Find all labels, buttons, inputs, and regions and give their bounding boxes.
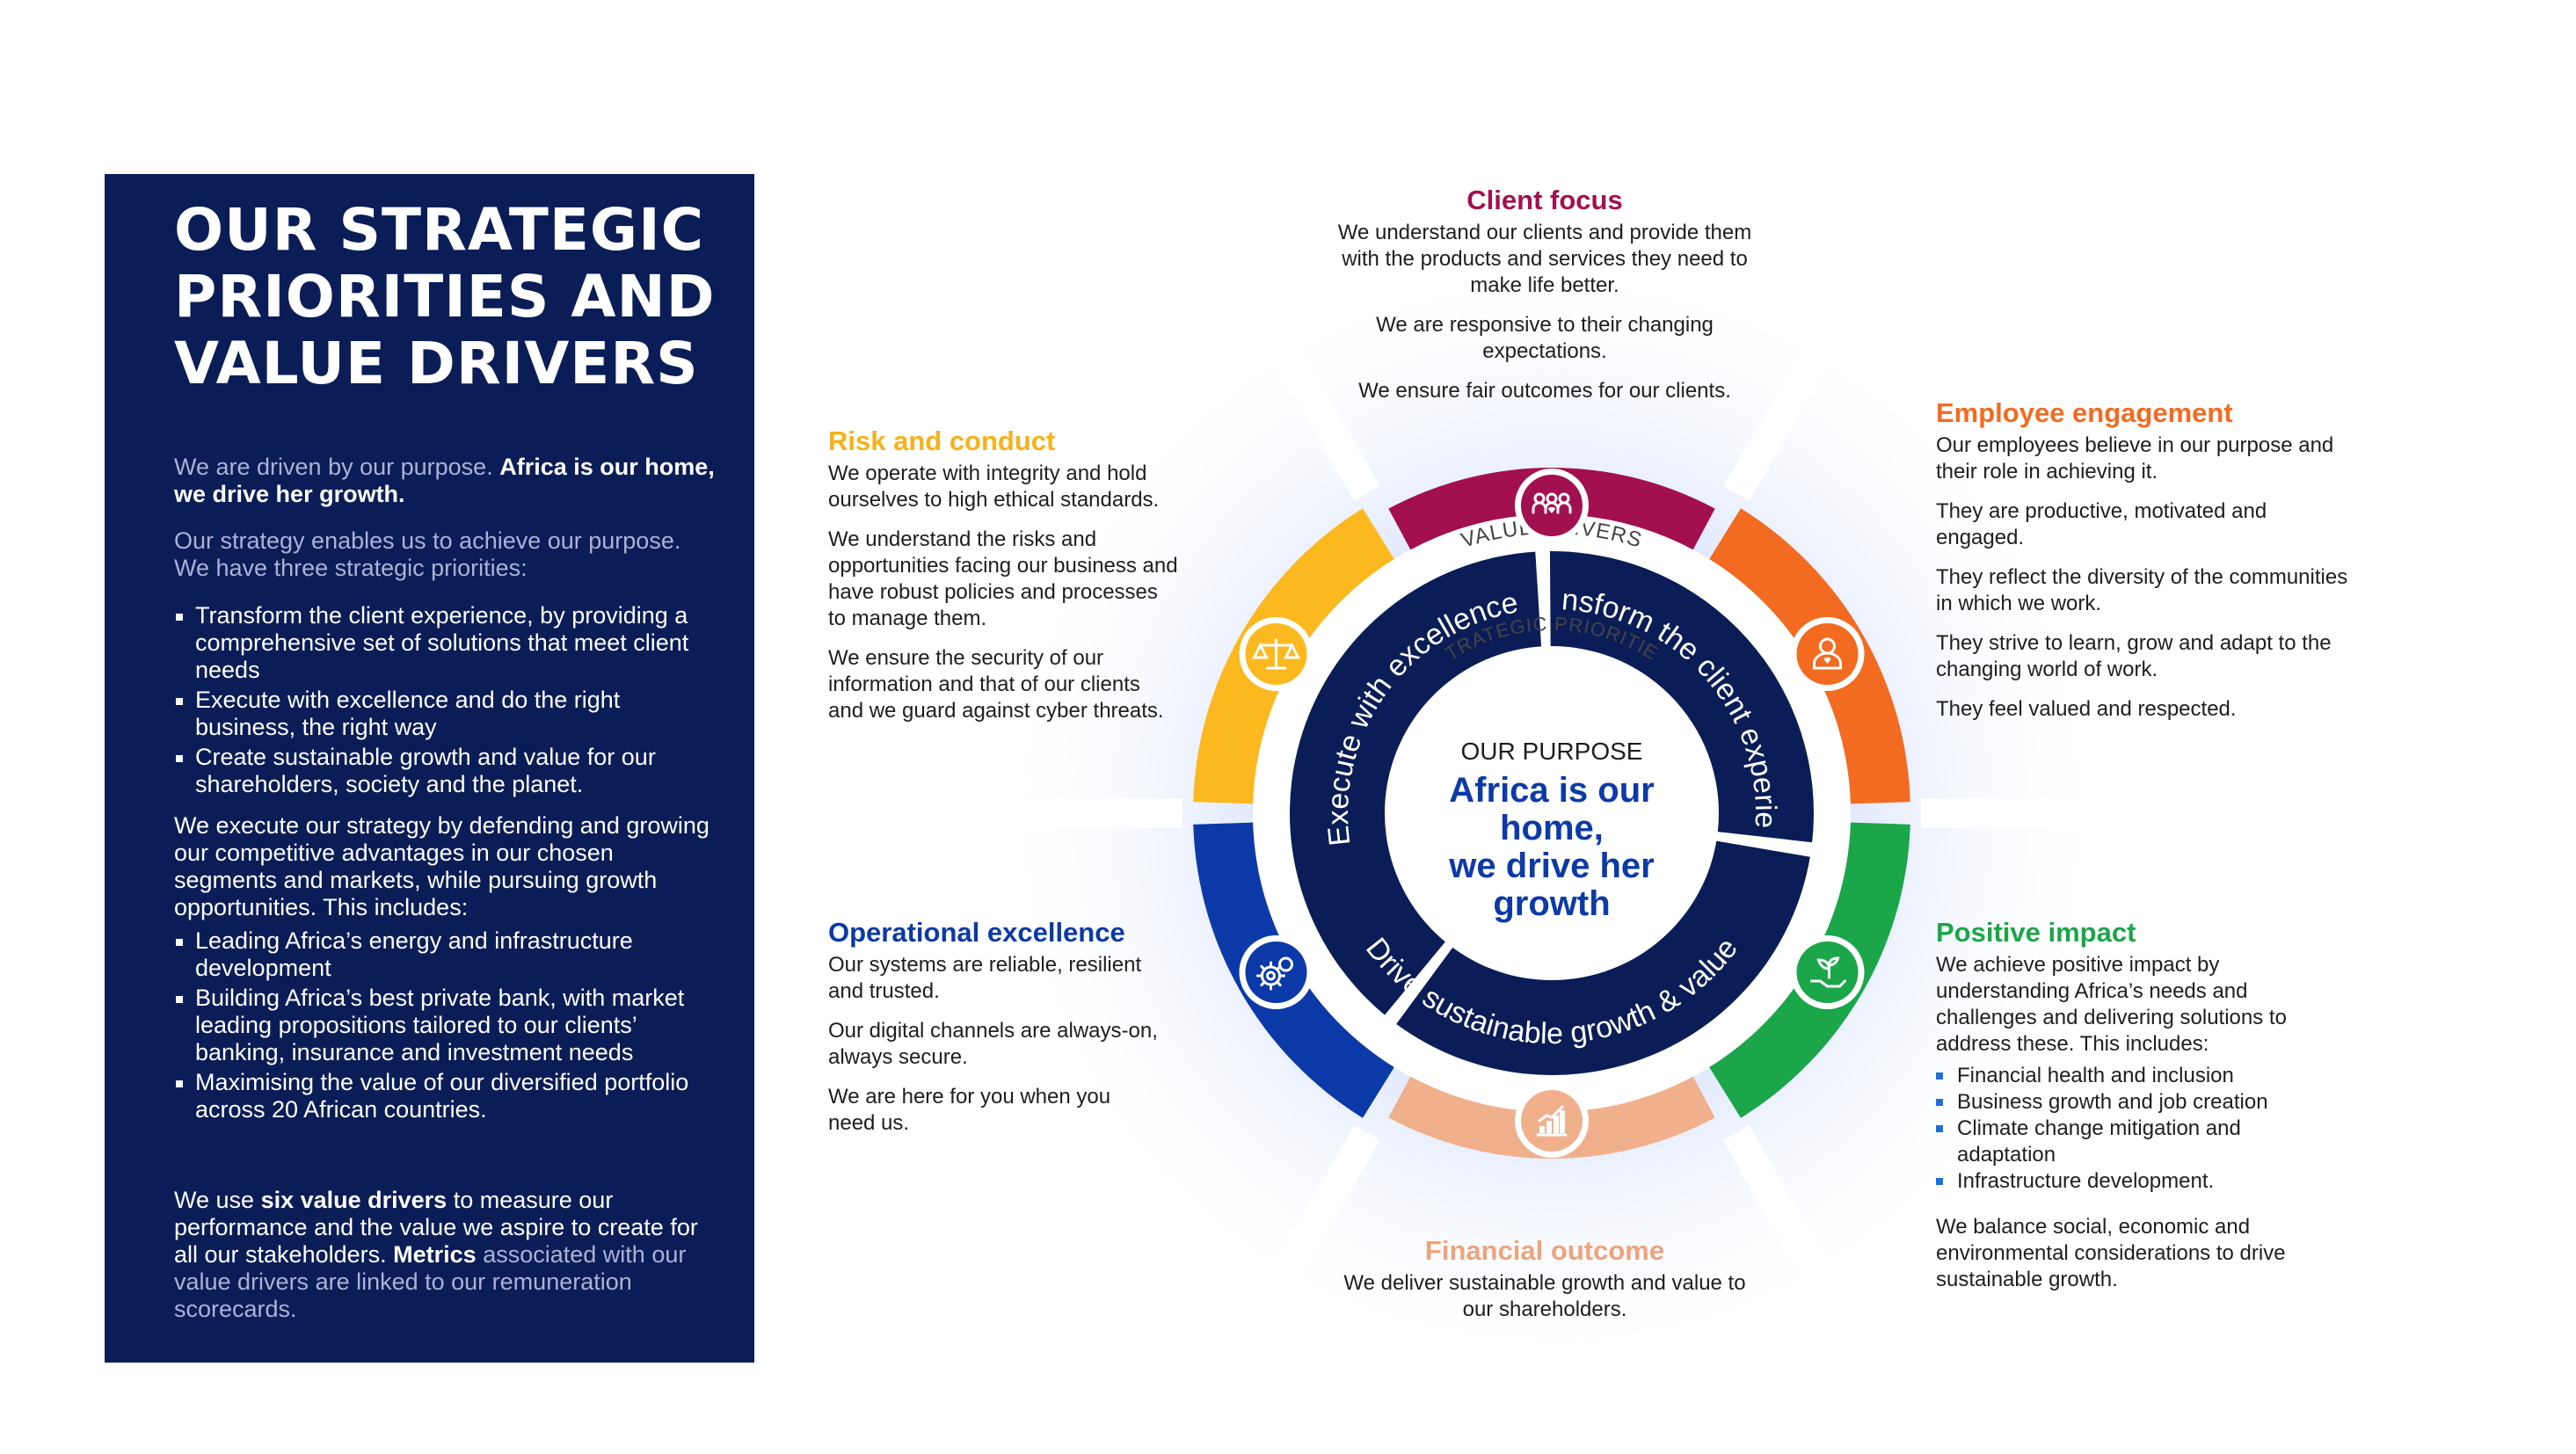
employee-engagement-text: They are productive, motivated and engag… — [1936, 499, 2267, 549]
financial-outcome-block: Financial outcome We deliver sustainable… — [1338, 1235, 1751, 1336]
hand-shape — [1810, 979, 1847, 988]
risk-and-conduct-block: Risk and conduct We operate with integri… — [828, 425, 1180, 738]
person-body — [1556, 501, 1572, 514]
employee-engagement-text: They strive to learn, grow and adapt to … — [1936, 631, 2332, 681]
purpose-intro: We are driven by our purpose. Africa is … — [174, 454, 719, 508]
gear-small — [1277, 956, 1293, 972]
gear-hub — [1265, 971, 1276, 981]
priority-item: Execute with excellence and do the right… — [174, 687, 719, 741]
client-focus-block: Client focus We understand our clients a… — [1325, 185, 1765, 418]
employee-engagement-text: Our employees believe in our purpose and… — [1936, 433, 2334, 483]
risk-scales-icon — [1239, 617, 1313, 691]
ray-separator — [1723, 1125, 1899, 1399]
value-text-1: We use — [174, 1187, 255, 1213]
purpose-statement-line: we drive her — [1448, 847, 1654, 885]
positive-impact-plant-hand-icon — [1790, 935, 1865, 1009]
operational-gears-icon — [1239, 935, 1313, 1009]
execute-text: We execute our strategy by defending and… — [174, 812, 709, 920]
icon-disc — [1796, 941, 1859, 1003]
employee-engagement-text: They reflect the diversity of the commun… — [1936, 565, 2348, 615]
positive-impact-item: Business growth and job creation — [1936, 1089, 2332, 1116]
purpose-statement-line: Africa is our — [1449, 771, 1654, 810]
positive-impact-closing: We balance social, economic and environm… — [1936, 1215, 2286, 1291]
risk-and-conduct-text: We operate with integrity and hold ourse… — [828, 462, 1160, 512]
chart-bar — [1560, 1110, 1565, 1133]
purpose-statement-line: home, — [1500, 809, 1604, 847]
strategy-panel: OUR STRATEGIC PRIORITIES AND VALUE DRIVE… — [105, 174, 754, 1363]
icon-disc — [1521, 475, 1583, 536]
value-text-bold-1: six value drivers — [260, 1187, 448, 1213]
icon-disc — [1245, 941, 1307, 1003]
chart-bar — [1554, 1116, 1559, 1133]
ray-separator — [1204, 1125, 1380, 1399]
growth-item: Building Africa’s best private bank, wit… — [174, 985, 719, 1066]
purpose-center — [1386, 648, 1717, 978]
value-drivers-text: We use six value drivers to measure our … — [174, 1187, 728, 1323]
value-text-bold-2: Metrics — [393, 1241, 477, 1268]
person-body — [1813, 651, 1843, 670]
operational-excellence-text: Our systems are reliable, resilient and … — [828, 953, 1142, 1003]
purpose-intro-bold: Africa is our home, we drive her growth. — [174, 454, 715, 507]
growth-list: Leading Africa’s energy and infrastructu… — [174, 927, 719, 1126]
financial-outcome-text: We deliver sustainable growth and value … — [1343, 1271, 1746, 1321]
strategy-intro: Our strategy enables us to achieve our p… — [174, 527, 681, 581]
priority-segment — [1549, 551, 1814, 843]
purpose-statement-line: growth — [1493, 884, 1610, 923]
value-text-3: associated with our value drivers are li… — [174, 1241, 687, 1322]
gear-tooth — [1276, 964, 1282, 971]
financial-bar-chart-icon — [1515, 1084, 1589, 1158]
purpose-intro-text: We are driven by our purpose. — [174, 454, 493, 480]
priority-item: Create sustainable growth and value for … — [174, 744, 719, 798]
value-text-2: to measure our performance and the value… — [174, 1187, 698, 1268]
trend-arrow — [1538, 1105, 1564, 1123]
operational-excellence-text: We are here for you when you need us. — [828, 1085, 1111, 1135]
positive-impact-block: Positive impact We achieve positive impa… — [1936, 917, 2332, 1306]
ray-separator — [1723, 227, 1899, 501]
heart-shape — [1548, 506, 1555, 513]
heart-shape — [1823, 657, 1831, 664]
positive-impact-item: Financial health and inclusion — [1936, 1063, 2332, 1089]
client-focus-text: We are responsive to their changing expe… — [1376, 313, 1714, 363]
purpose-label: OUR PURPOSE — [1461, 738, 1643, 765]
priority-segment — [1289, 551, 1542, 1015]
plant-leaves — [1816, 956, 1840, 971]
employee-engagement-title: Employee engagement — [1936, 397, 2233, 428]
positive-impact-list: Financial health and inclusion Business … — [1936, 1063, 2332, 1195]
gear-tooth — [1260, 964, 1266, 971]
priority-segment — [1396, 840, 1810, 1076]
growth-item: Leading Africa’s energy and infrastructu… — [174, 927, 719, 982]
client-focus-text: We ensure fair outcomes for our clients. — [1358, 379, 1731, 403]
operational-excellence-title: Operational excellence — [828, 917, 1125, 948]
positive-impact-title: Positive impact — [1936, 917, 2136, 948]
financial-outcome-title: Financial outcome — [1424, 1235, 1665, 1266]
client-focus-title: Client focus — [1466, 185, 1623, 215]
positive-impact-text: We achieve positive impact by understand… — [1936, 953, 2287, 1056]
operational-excellence-text: Our digital channels are always-on, alwa… — [828, 1019, 1158, 1069]
ray-separator — [1204, 227, 1380, 501]
page-title: OUR STRATEGIC PRIORITIES AND VALUE DRIVE… — [174, 196, 716, 397]
client-focus-people-icon — [1515, 469, 1589, 542]
scale-pans — [1252, 642, 1300, 659]
employee-engagement-block: Employee engagement Our employees believ… — [1936, 397, 2349, 736]
priorities-list: Transform the client experience, by prov… — [174, 602, 719, 801]
client-focus-text: We understand our clients and provide th… — [1337, 221, 1752, 297]
operational-excellence-block: Operational excellence Our systems are r… — [828, 917, 1162, 1150]
chart-bar — [1539, 1126, 1545, 1133]
growth-item: Maximising the value of our diversified … — [174, 1069, 719, 1123]
risk-and-conduct-text: We understand the risks and opportunitie… — [828, 527, 1178, 630]
chart-bar — [1546, 1121, 1552, 1133]
gear-tooth — [1276, 980, 1282, 987]
scale-beam — [1258, 638, 1293, 670]
positive-impact-item: Climate change mitigation and adaptation — [1936, 1116, 2332, 1168]
employee-engagement-text: They feel valued and respected. — [1936, 697, 2237, 721]
risk-and-conduct-text: We ensure the security of our informatio… — [828, 646, 1164, 723]
priority-item: Transform the client experience, by prov… — [174, 602, 719, 684]
gear-tooth — [1260, 980, 1266, 987]
risk-and-conduct-title: Risk and conduct — [828, 425, 1056, 456]
employee-person-heart-icon — [1790, 617, 1865, 691]
positive-impact-item: Infrastructure development. — [1936, 1168, 2332, 1195]
